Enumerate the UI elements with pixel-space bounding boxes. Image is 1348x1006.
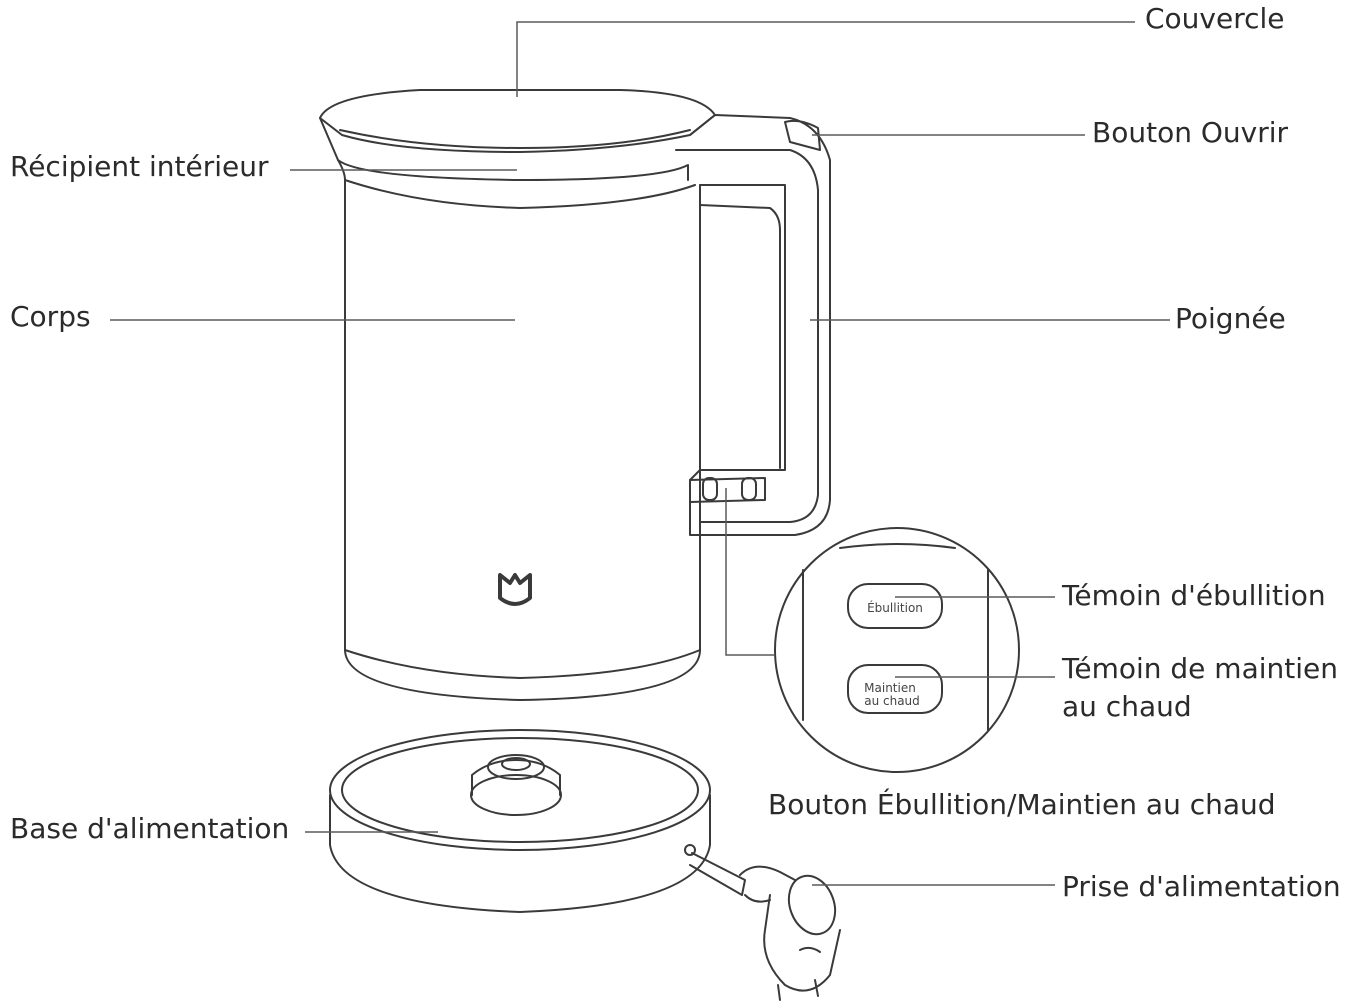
- kettle-handle: [675, 114, 831, 536]
- label-temoin-maintien-line2: au chaud: [1062, 690, 1192, 723]
- leader-couvercle: [516, 21, 1135, 97]
- label-bouton-ouvrir: Bouton Ouvrir: [1092, 116, 1288, 149]
- label-couvercle: Couvercle: [1145, 2, 1285, 35]
- maintien-button-text-1: Maintien: [864, 681, 916, 695]
- maintien-button-text-2: au chaud: [864, 694, 920, 708]
- power-base: [329, 729, 711, 913]
- label-poignee: Poignée: [1175, 302, 1286, 335]
- label-temoin-maintien-line1: Témoin de maintien: [1062, 652, 1338, 685]
- label-bouton-ebullition: Bouton Ébullition/Maintien au chaud: [768, 788, 1276, 821]
- label-corps: Corps: [10, 300, 91, 333]
- label-recipient-interieur: Récipient intérieur: [10, 150, 269, 183]
- label-base-alimentation: Base d'alimentation: [10, 812, 290, 845]
- leader-lines: [110, 21, 1170, 886]
- label-temoin-ebullition: Témoin d'ébullition: [1062, 579, 1326, 612]
- mi-logo: [498, 573, 532, 606]
- lid-rim: [339, 129, 691, 149]
- open-button-shape: [784, 119, 821, 151]
- leader-boil-button: [725, 488, 775, 656]
- lid-shape: [319, 89, 716, 153]
- ebullition-button-text: Ébullition: [867, 600, 923, 615]
- zoom-detail: [774, 527, 1020, 773]
- body-left-side: [344, 179, 701, 701]
- power-plug: [689, 852, 841, 1001]
- kettle-body: [319, 89, 716, 701]
- label-prise-alimentation: Prise d'alimentation: [1062, 870, 1341, 903]
